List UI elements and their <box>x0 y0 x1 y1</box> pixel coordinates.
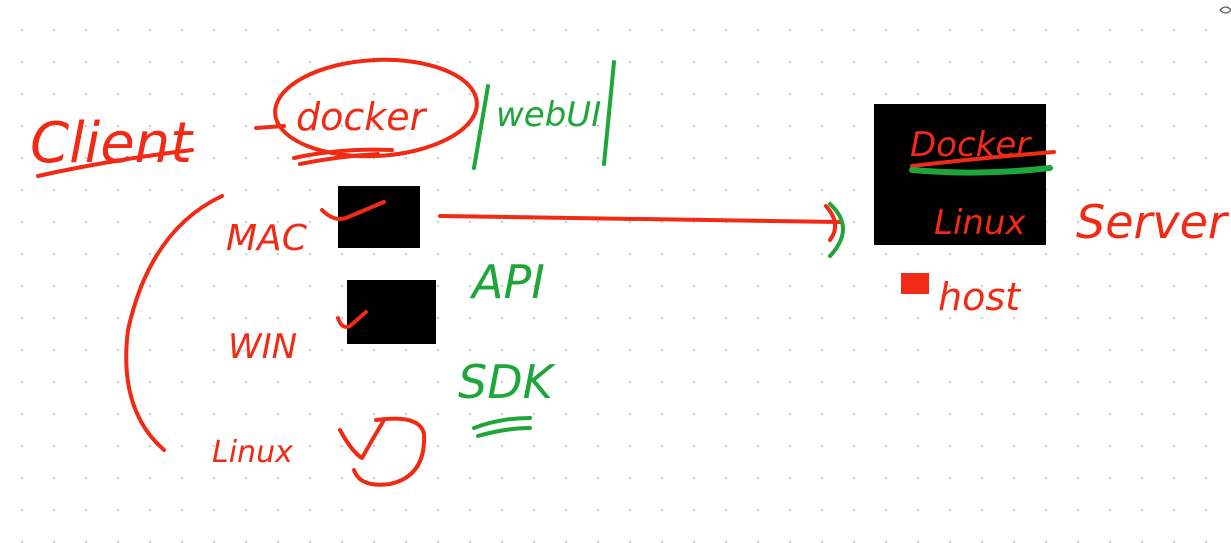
client-server-arrow-line <box>438 214 842 224</box>
api-label: API <box>469 255 545 309</box>
sdk-label: SDK <box>458 355 557 409</box>
sdk-underline <box>472 416 532 438</box>
mac-label: MAC <box>226 218 308 259</box>
docker-server-underline-red <box>910 150 1056 168</box>
mac-check <box>320 200 386 221</box>
client-os-bracket <box>124 194 224 452</box>
win-box <box>347 280 436 344</box>
docker-client-underline <box>292 147 394 166</box>
server-label: Server <box>1076 195 1230 249</box>
linux-check-box <box>338 416 427 487</box>
arrow-green-mark <box>828 202 845 258</box>
client-underline <box>36 148 194 178</box>
win-check <box>336 310 368 329</box>
webui-right-bar <box>602 60 616 166</box>
linux-server-label: Linux <box>934 203 1026 243</box>
docker-client-label: docker <box>296 95 428 139</box>
linux-client-label: Linux <box>212 435 293 470</box>
webui-left-bar <box>472 84 490 170</box>
client-label: Client <box>30 111 194 176</box>
eye-icon[interactable] <box>1219 6 1231 14</box>
host-label: host <box>938 275 1022 319</box>
webui-label: webUI <box>496 95 601 135</box>
host-marker <box>901 273 929 294</box>
docker-client-circle <box>273 57 479 159</box>
docker-server-underline-green <box>909 165 1053 176</box>
client-server-arrowhead <box>824 204 838 242</box>
win-label: WIN <box>228 327 297 367</box>
